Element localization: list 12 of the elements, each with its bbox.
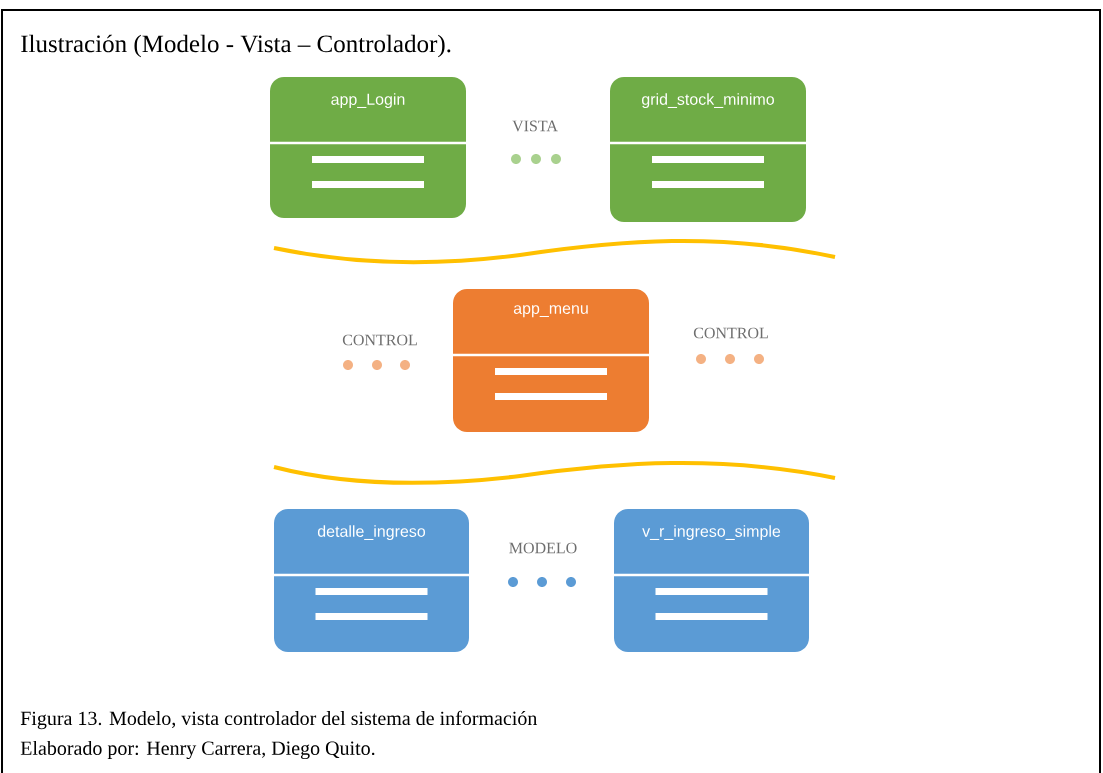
section-label: CONTROL xyxy=(342,334,417,346)
window-card: detalle_ingreso xyxy=(274,509,469,652)
window-card: app_menu xyxy=(453,289,649,432)
section-label: MODELO xyxy=(509,542,577,554)
window-card: grid_stock_minimo xyxy=(610,77,806,222)
caption: Figura 13. Modelo, vista controlador del sistema de información xyxy=(20,710,538,730)
window-card: v_r_ingreso_simple xyxy=(614,509,809,652)
window-card: app_Login xyxy=(270,77,466,218)
credit-note: Elaborado por: Henry Carrera, Diego Quito. xyxy=(20,740,375,760)
section-label: VISTA xyxy=(512,120,558,132)
title: Ilustración (Modelo - Vista – Controlador). xyxy=(21,34,451,58)
section-label: CONTROL xyxy=(693,327,768,339)
